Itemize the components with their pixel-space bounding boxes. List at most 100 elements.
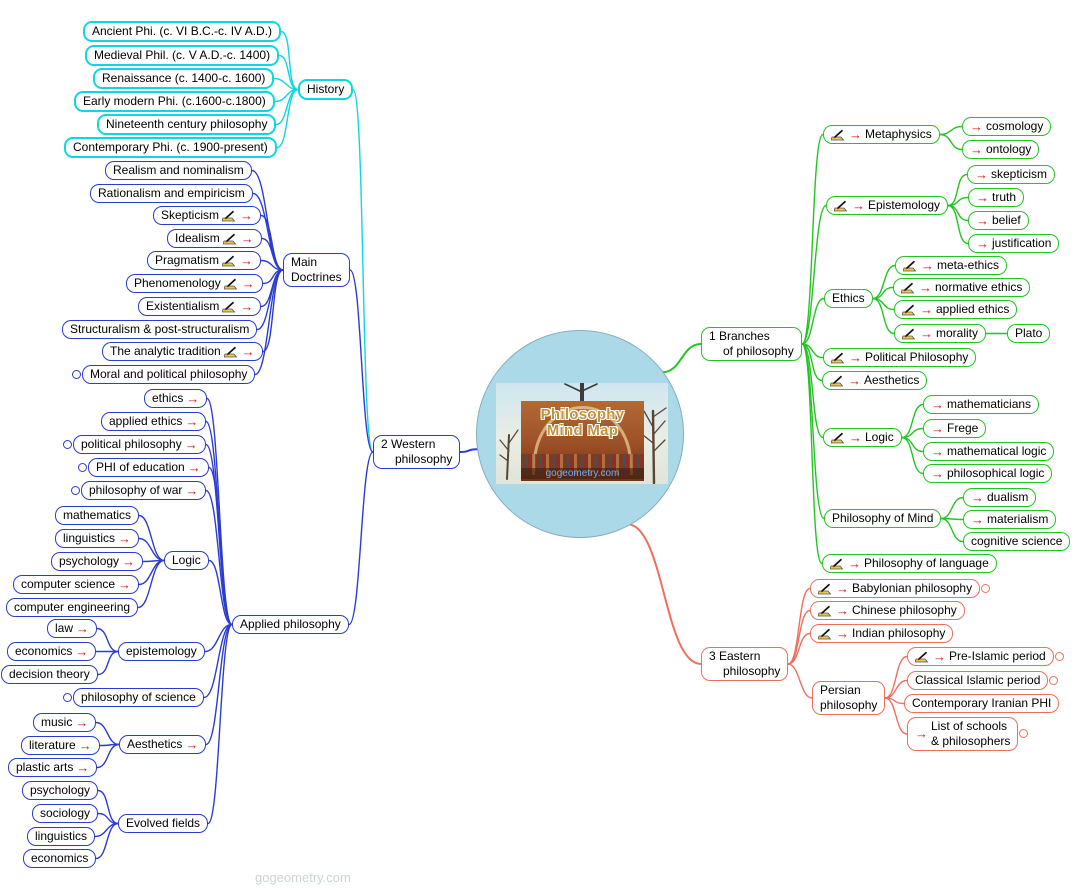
- node-contemp-iranian[interactable]: Contemporary Iranian PHI: [904, 694, 1060, 713]
- node-computer-eng[interactable]: computer engineering: [6, 598, 139, 617]
- node-early-modern[interactable]: Early modern Phi. (c.1600-c.1800): [74, 91, 275, 112]
- node-epistemology-l[interactable]: epistemology: [118, 642, 205, 661]
- node-pragmatism[interactable]: Pragmatism→: [147, 251, 262, 270]
- node-analytic[interactable]: The analytic tradition→: [102, 342, 263, 361]
- node-economics-e[interactable]: economics: [23, 849, 97, 868]
- node-pre-islamic[interactable]: →Pre-Islamic period: [907, 647, 1064, 666]
- red-arrow-link-icon[interactable]: →: [919, 279, 932, 295]
- node-history[interactable]: History: [298, 79, 354, 100]
- node-truth[interactable]: →truth: [968, 188, 1025, 207]
- red-arrow-link-icon[interactable]: →: [75, 643, 89, 659]
- red-arrow-link-icon[interactable]: →: [852, 197, 865, 213]
- node-logic-l[interactable]: Logic: [164, 551, 209, 570]
- red-arrow-link-icon[interactable]: →: [122, 553, 136, 569]
- pen-note-icon[interactable]: [222, 255, 237, 267]
- red-arrow-link-icon[interactable]: →: [848, 555, 861, 571]
- node-meta-ethics[interactable]: →meta-ethics: [895, 256, 1008, 275]
- node-music[interactable]: music→: [33, 713, 97, 732]
- pen-note-icon[interactable]: [903, 260, 918, 272]
- subtopic-indicator[interactable]: [78, 462, 87, 472]
- red-arrow-link-icon[interactable]: →: [240, 252, 254, 268]
- node-skepticism-r[interactable]: →skepticism: [967, 165, 1056, 184]
- red-arrow-link-icon[interactable]: →: [971, 511, 984, 527]
- node-applied-ethics-r[interactable]: →applied ethics: [894, 300, 1018, 319]
- node-math-logic[interactable]: →mathematical logic: [923, 442, 1055, 461]
- node-linguistics-e[interactable]: linguistics: [27, 827, 96, 846]
- subtopic-indicator[interactable]: [981, 583, 991, 593]
- node-aesthetics-r[interactable]: →Aesthetics: [822, 371, 928, 390]
- red-arrow-link-icon[interactable]: →: [836, 625, 849, 641]
- node-morality[interactable]: →morality: [894, 324, 987, 343]
- node-psychology-l[interactable]: psychology→: [51, 552, 144, 571]
- red-arrow-link-icon[interactable]: →: [931, 396, 944, 412]
- node-structuralism[interactable]: Structuralism & post-structuralism: [62, 320, 258, 339]
- red-arrow-link-icon[interactable]: →: [836, 602, 849, 618]
- node-phil-logic[interactable]: →philosophical logic: [923, 464, 1053, 483]
- red-arrow-link-icon[interactable]: →: [915, 726, 928, 741]
- pen-note-icon[interactable]: [830, 375, 845, 387]
- node-metaphysics[interactable]: →Metaphysics: [823, 125, 940, 144]
- node-epistemology-r[interactable]: →Epistemology: [826, 196, 949, 215]
- pen-note-icon[interactable]: [818, 583, 833, 595]
- red-arrow-link-icon[interactable]: →: [921, 257, 934, 273]
- node-political-phil-r[interactable]: →Political Philosophy: [823, 348, 977, 367]
- node-ethics-l[interactable]: ethics→: [144, 389, 208, 408]
- red-arrow-link-icon[interactable]: →: [241, 275, 255, 291]
- center-node[interactable]: Philosophy Mind Map gogeometry.com: [476, 330, 684, 538]
- red-arrow-link-icon[interactable]: →: [185, 482, 199, 498]
- node-cognitive-science[interactable]: cognitive science: [963, 532, 1071, 551]
- node-computer-science[interactable]: computer science→: [13, 575, 140, 594]
- node-justification[interactable]: →justification: [968, 234, 1060, 253]
- red-arrow-link-icon[interactable]: →: [187, 459, 201, 475]
- red-arrow-link-icon[interactable]: →: [971, 489, 984, 505]
- node-ancient[interactable]: Ancient Phi. (c. VI B.C.-c. IV A.D.): [83, 21, 282, 42]
- node-moral-political[interactable]: Moral and political philosophy: [72, 365, 256, 384]
- red-arrow-link-icon[interactable]: →: [240, 207, 254, 223]
- red-arrow-link-icon[interactable]: →: [975, 166, 988, 182]
- pen-note-icon[interactable]: [915, 651, 930, 663]
- subtopic-indicator[interactable]: [1049, 675, 1059, 685]
- node-mathematics-l[interactable]: mathematics: [55, 506, 140, 525]
- subtopic-indicator[interactable]: [63, 692, 72, 702]
- node-realism[interactable]: Realism and nominalism: [105, 161, 252, 180]
- node-plastic-arts[interactable]: plastic arts→: [8, 758, 98, 777]
- node-materialism[interactable]: →materialism: [963, 510, 1057, 529]
- node-economics-l[interactable]: economics→: [7, 642, 97, 661]
- node-classical-islamic[interactable]: Classical Islamic period: [907, 671, 1059, 690]
- red-arrow-link-icon[interactable]: →: [185, 736, 199, 752]
- node-indian[interactable]: →Indian philosophy: [810, 624, 954, 643]
- node-phenomenology[interactable]: Phenomenology→: [126, 274, 263, 293]
- node-rationalism[interactable]: Rationalism and empiricism: [90, 184, 253, 203]
- red-arrow-link-icon[interactable]: →: [849, 126, 862, 142]
- node-logic-r[interactable]: →Logic: [823, 428, 902, 447]
- node-dualism[interactable]: →dualism: [963, 488, 1037, 507]
- subtopic-indicator[interactable]: [63, 439, 72, 449]
- node-psychology-e[interactable]: psychology: [22, 781, 99, 800]
- node-phi-education[interactable]: PHI of education→: [78, 458, 209, 477]
- node-frege[interactable]: →Frege: [923, 419, 987, 438]
- node-nineteenth[interactable]: Nineteenth century philosophy: [97, 114, 277, 135]
- node-evolved[interactable]: Evolved fields: [118, 814, 209, 833]
- pen-note-icon[interactable]: [830, 558, 845, 570]
- node-skepticism-l[interactable]: Skepticism→: [153, 206, 262, 225]
- subtopic-indicator[interactable]: [1054, 651, 1064, 661]
- pen-note-icon[interactable]: [831, 352, 846, 364]
- red-arrow-link-icon[interactable]: →: [976, 212, 989, 228]
- red-arrow-link-icon[interactable]: →: [849, 349, 862, 365]
- red-arrow-link-icon[interactable]: →: [970, 141, 983, 157]
- red-arrow-link-icon[interactable]: →: [849, 429, 862, 445]
- node-chinese[interactable]: →Chinese philosophy: [810, 601, 965, 620]
- pen-note-icon[interactable]: [223, 346, 239, 358]
- node-linguistics-l[interactable]: linguistics→: [55, 529, 140, 548]
- pen-note-icon[interactable]: [223, 278, 239, 290]
- pen-note-icon[interactable]: [222, 301, 237, 313]
- red-arrow-link-icon[interactable]: →: [920, 301, 933, 317]
- node-phil-mind[interactable]: Philosophy of Mind: [824, 509, 942, 528]
- node-plato[interactable]: Plato: [1007, 324, 1051, 343]
- pen-note-icon[interactable]: [902, 328, 917, 340]
- red-arrow-link-icon[interactable]: →: [184, 436, 198, 452]
